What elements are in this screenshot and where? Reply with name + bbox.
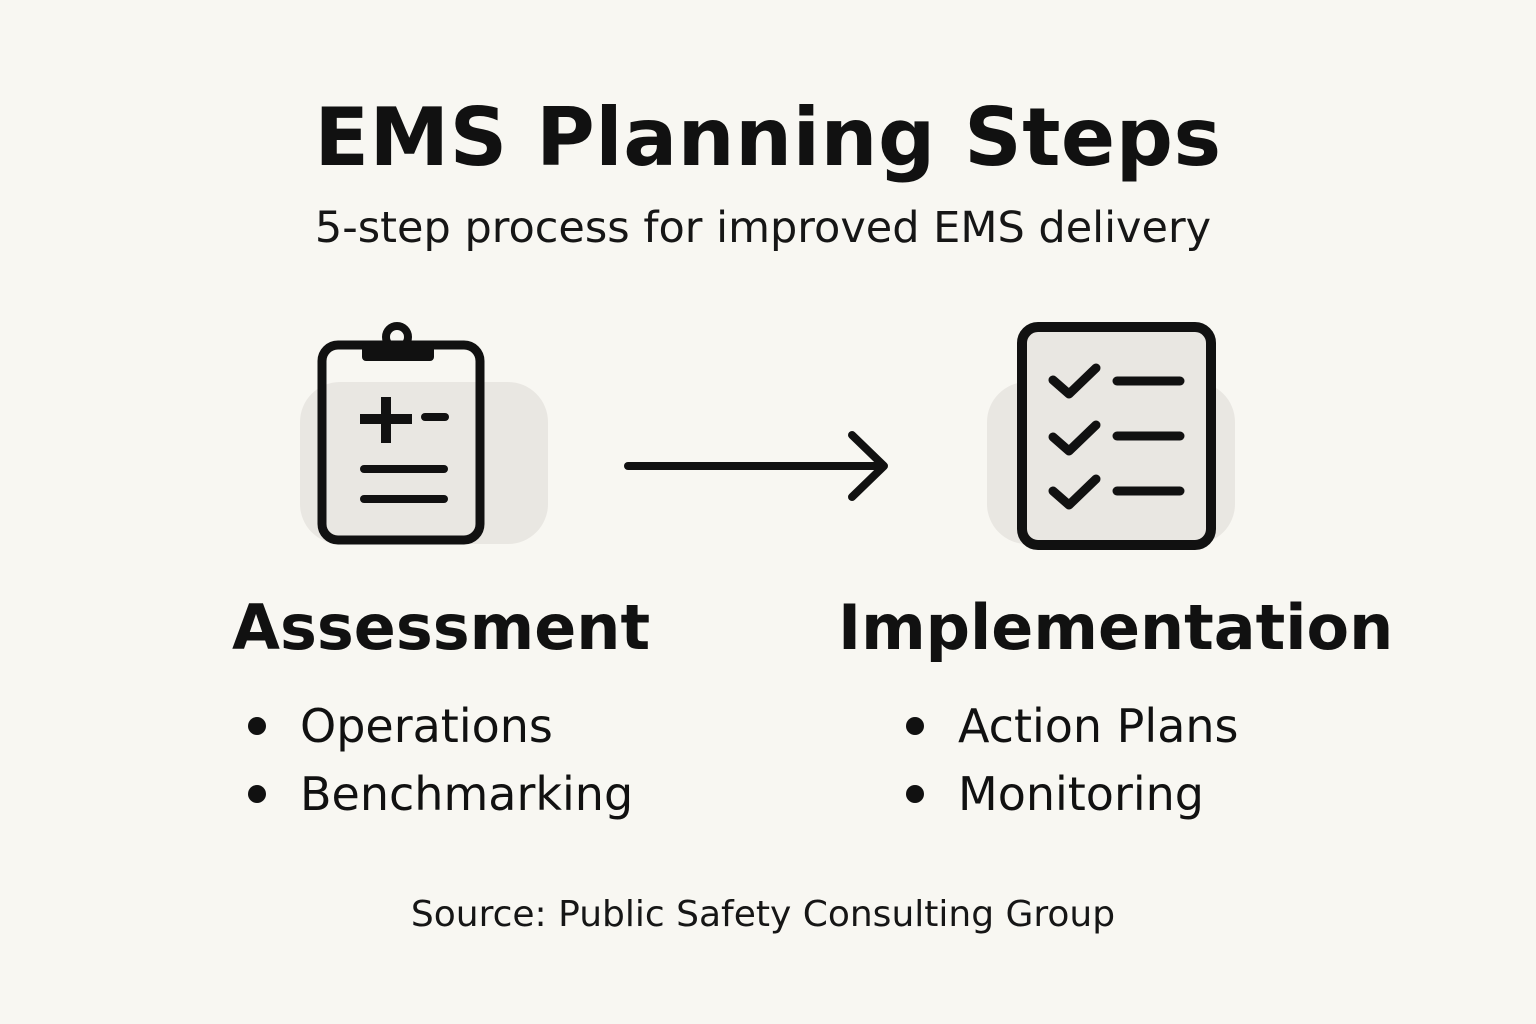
bullet-icon bbox=[906, 785, 924, 803]
list-item: Operations bbox=[244, 692, 633, 760]
page-subtitle: 5-step process for improved EMS delivery bbox=[314, 203, 1212, 253]
checklist-icon bbox=[1017, 322, 1216, 550]
bullet-icon bbox=[248, 785, 266, 803]
implementation-title: Implementation bbox=[838, 591, 1394, 664]
list-item: Monitoring bbox=[902, 760, 1239, 828]
arrow-right-icon bbox=[624, 431, 888, 501]
source-note: Source: Public Safety Consulting Group bbox=[410, 894, 1116, 935]
page-title: EMS Planning Steps bbox=[314, 91, 1222, 184]
list-item: Benchmarking bbox=[244, 760, 633, 828]
assessment-list: Operations Benchmarking bbox=[244, 692, 633, 828]
assessment-title: Assessment bbox=[232, 591, 651, 664]
bullet-icon bbox=[248, 717, 266, 735]
bullet-icon bbox=[906, 717, 924, 735]
implementation-list: Action Plans Monitoring bbox=[902, 692, 1239, 828]
list-item-label: Operations bbox=[300, 699, 553, 753]
list-item-label: Monitoring bbox=[958, 767, 1204, 821]
list-item-label: Action Plans bbox=[958, 699, 1239, 753]
medical-clipboard-icon bbox=[317, 322, 485, 545]
list-item: Action Plans bbox=[902, 692, 1239, 760]
list-item-label: Benchmarking bbox=[300, 767, 634, 821]
